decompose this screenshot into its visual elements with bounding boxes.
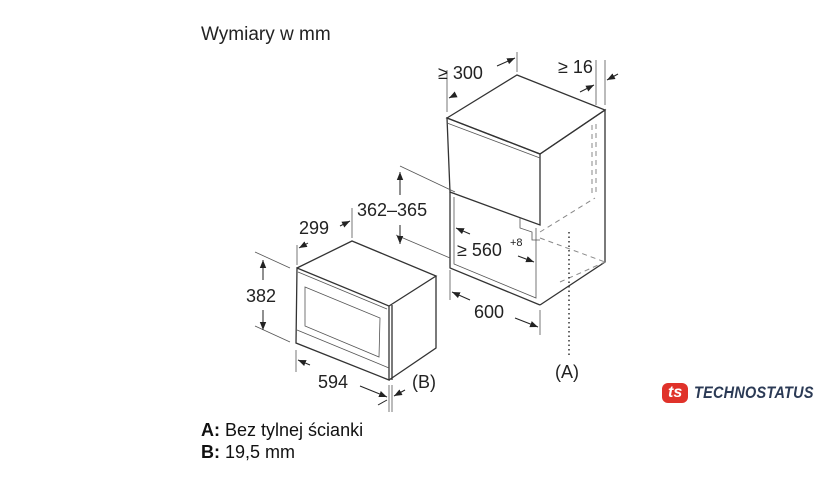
niche-width-label: ≥ 560 [457, 240, 502, 260]
legend-text: Bez tylnej ścianki [225, 420, 364, 440]
cabinet-width-label: 600 [474, 302, 504, 322]
dimension-arrows [259, 57, 619, 406]
cabinet-depth-label: ≥ 300 [438, 63, 483, 83]
appliance-height-label: 382 [246, 286, 276, 306]
page-title: Wymiary w mm [201, 24, 331, 45]
legend-key: B: [201, 442, 220, 462]
niche-width-tolerance: +8 [510, 237, 523, 249]
logo-mark: ts [662, 383, 689, 403]
logo-name: TECHNOSTATUS [694, 383, 814, 402]
technostatus-logo: ts TECHNOSTATUS [662, 383, 835, 403]
legend-item-b: B: 19,5 mm [201, 442, 295, 463]
marker-b: (B) [412, 372, 436, 392]
legend-key: A: [201, 420, 220, 440]
niche-height-label: 362–365 [357, 200, 427, 220]
appliance-width-label: 594 [318, 372, 348, 392]
extension-lines [254, 52, 606, 412]
cabinet-drawing [445, 74, 607, 355]
legend-text: 19,5 mm [225, 442, 296, 462]
cabinet-side-label: ≥ 16 [558, 57, 593, 77]
legend-item-a: A: Bez tylnej ścianki [201, 420, 363, 441]
appliance-depth-label: 299 [299, 218, 329, 238]
appliance-drawing [295, 240, 438, 381]
marker-a: (A) [555, 362, 579, 382]
